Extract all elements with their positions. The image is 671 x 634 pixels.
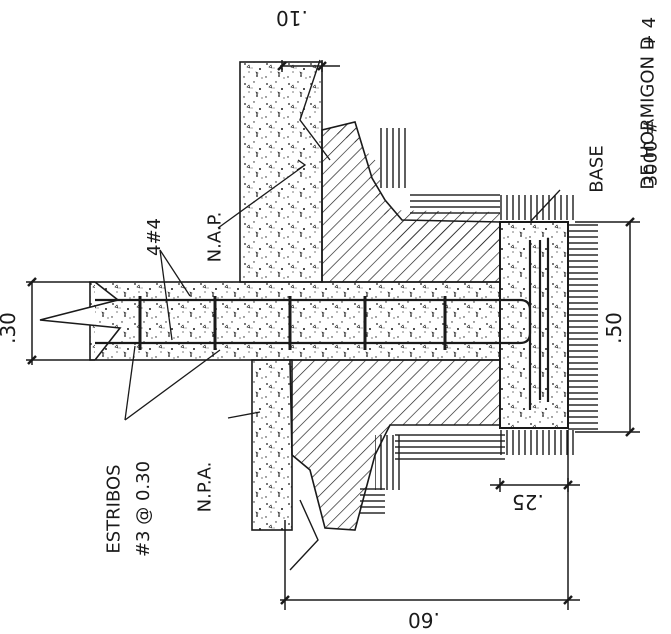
- slab-lower: [251, 359, 293, 531]
- estribos-label-line2: #3 @ 0.30: [133, 460, 155, 558]
- nap-label: N.A.P.: [204, 211, 226, 263]
- base-label-line3-end: + 4: [639, 16, 661, 50]
- dimension-lines: [26, 60, 640, 610]
- dim-base-label: .50: [601, 312, 626, 344]
- dim-step-label: .25: [512, 490, 544, 514]
- rebar-long-label: 4#4: [144, 218, 165, 256]
- wall-section: [89, 281, 501, 361]
- stirrups: [138, 296, 447, 350]
- soil-hatch: [360, 128, 598, 518]
- npa-label: N.P.A.: [194, 461, 216, 513]
- base-label-line3: 3000 #: [640, 119, 662, 187]
- footing-wing-upper: [322, 122, 500, 250]
- longitudinal-rebar: [95, 238, 550, 410]
- dim-total-label: .60: [408, 608, 440, 632]
- base-label-line1: BASE: [586, 145, 608, 193]
- dimension-ticks: [27, 61, 635, 605]
- estribos-label-line1: ESTRIBOS: [103, 464, 125, 554]
- leader-lines: [124, 159, 561, 421]
- dim-wall-label: .30: [0, 312, 20, 344]
- slab-upper: [239, 61, 323, 283]
- dim-top-label: .10: [276, 6, 308, 30]
- footing-base: [499, 221, 569, 429]
